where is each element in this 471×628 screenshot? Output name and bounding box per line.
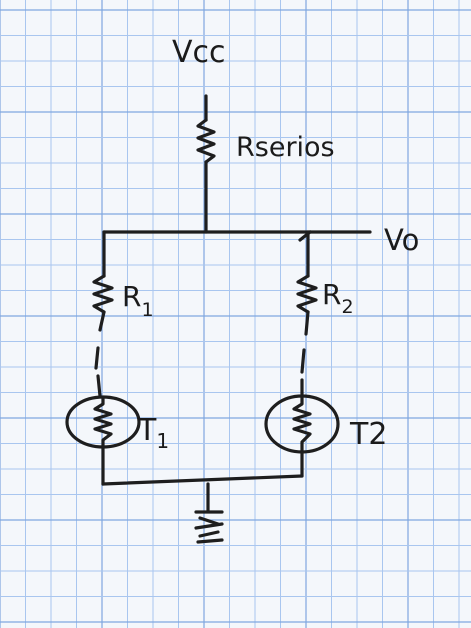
r2-label: R2	[322, 278, 354, 318]
bottom-node-wire	[101, 474, 304, 486]
r2-subscript: 2	[341, 296, 353, 318]
t1-subscript: 1	[156, 429, 169, 453]
r1-main: R	[122, 280, 141, 313]
left-wire-a	[98, 310, 106, 332]
rseries-label: Rserios	[236, 132, 335, 163]
ground-icon	[194, 510, 224, 544]
left-wire-c	[96, 374, 102, 398]
r2-resistor-icon	[296, 274, 318, 314]
r1-resistor-icon	[92, 274, 114, 314]
vo-text: Vo	[384, 223, 419, 257]
t1-main: T	[137, 413, 157, 448]
rseries-resistor-icon	[196, 118, 216, 164]
t2-main: T	[349, 417, 369, 452]
vo-label: Vo	[384, 223, 419, 257]
r1-subscript: 1	[141, 299, 153, 321]
left-wire-b	[94, 346, 100, 370]
t1-label: T1	[137, 413, 169, 453]
right-wire-a	[304, 310, 310, 336]
t2-label: T2	[349, 417, 387, 452]
right-wire-b	[300, 348, 306, 374]
r2-main: R	[322, 278, 341, 311]
vcc-label: Vcc	[172, 35, 226, 70]
r1-label: R1	[122, 280, 154, 321]
t2-subscript: 2	[368, 417, 387, 452]
